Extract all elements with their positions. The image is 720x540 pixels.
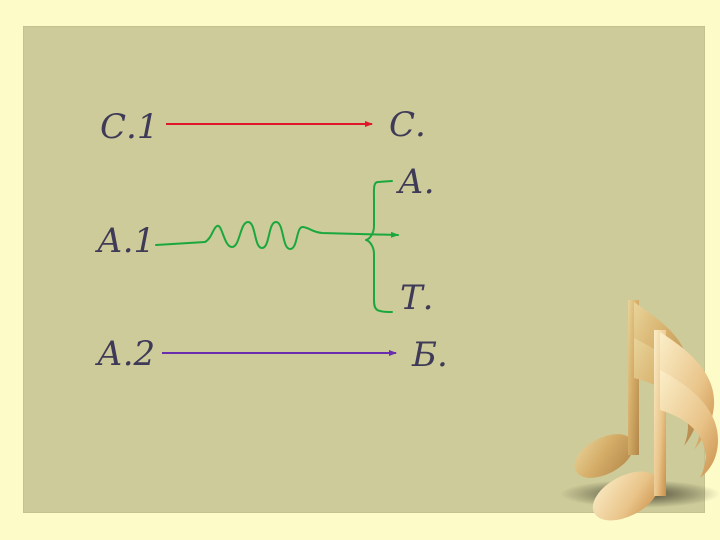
- source-label-a2: А.2: [97, 334, 156, 374]
- source-label-c1: С.1: [100, 107, 159, 147]
- music-note-icon: [560, 300, 720, 521]
- wavy-arrow-a1: [155, 221, 399, 250]
- target-label-b: Б.: [412, 335, 448, 375]
- target-label-a: А.: [398, 162, 435, 202]
- source-label-a1: А.1: [97, 221, 156, 261]
- bracket-a-t: [365, 180, 393, 313]
- target-label-t: Т.: [400, 278, 434, 318]
- slide-panel: [23, 26, 705, 513]
- target-label-c: С.: [389, 105, 426, 145]
